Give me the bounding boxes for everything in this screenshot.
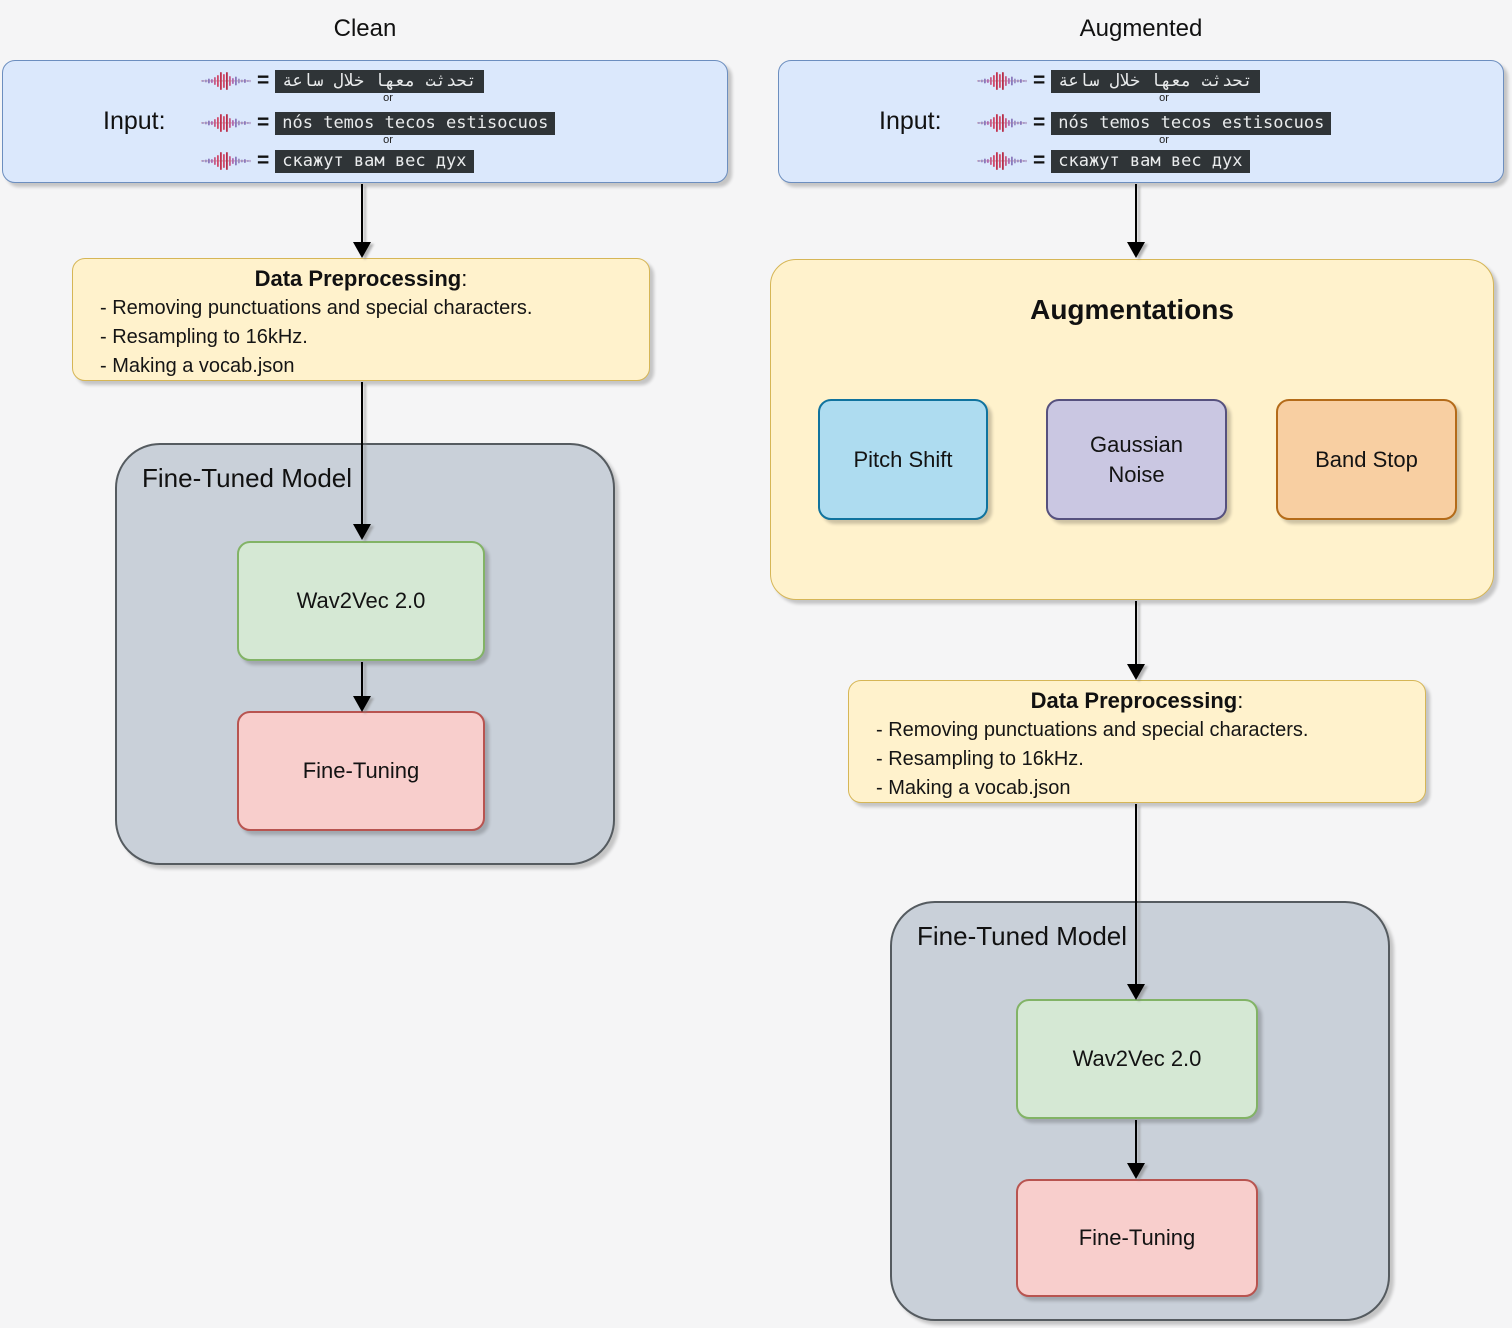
preprocessing-steps: - Removing punctuations and special char… [849,714,1425,803]
input-label: Input: [879,107,942,135]
arrow-preprocessing-to-model [353,382,371,540]
augmentations-title: Augmentations [1030,294,1234,325]
equals-sign: = [1033,149,1046,172]
preprocessing-step: - Making a vocab.json [876,777,1071,799]
input-sample-row: = تحدثت معها خلال ساعة [201,69,484,93]
waveform-icon [201,152,251,170]
transcript-arabic: تحدثت معها خلال ساعة [1051,69,1260,93]
input-label: Input: [103,107,166,135]
transcript-russian: скажут вам вес дух [275,149,474,173]
input-sample-row: = скажут вам вес дух [977,149,1250,173]
equals-sign: = [257,69,270,92]
arrow-input-to-augmentations [1127,184,1145,258]
waveform-icon [977,72,1027,90]
transcript-russian: скажут вам вес дух [1051,149,1250,173]
waveform-icon [977,114,1027,132]
input-sample-row: = nós temos tecos estisocuos [977,111,1332,135]
clean-finetuning-box: Fine-Tuning [237,711,485,831]
preprocessing-step: - Resampling to 16kHz. [100,326,308,348]
arrow-augmentations-to-preprocessing [1127,601,1145,680]
transcript-arabic: تحدثت معها خلال ساعة [275,69,484,93]
preprocessing-title: Data Preprocessing: [1030,688,1244,713]
augmented-wav2vec-box: Wav2Vec 2.0 [1016,999,1258,1119]
arrow-input-to-preprocessing [353,184,371,258]
waveform-icon [201,114,251,132]
or-separator: or [383,92,393,104]
equals-sign: = [1033,69,1046,92]
arrow-wav2vec-to-finetuning [353,662,371,712]
augmented-preprocessing-box: Data Preprocessing: - Removing punctuati… [848,680,1426,803]
wav2vec-label: Wav2Vec 2.0 [1072,1046,1202,1071]
input-sample-row: = تحدثت معها خلال ساعة [977,69,1260,93]
equals-sign: = [257,149,270,172]
clean-preprocessing-box: Data Preprocessing: - Removing punctuati… [72,258,650,381]
gaussian-noise-label: Gaussian Noise [1090,431,1183,487]
or-separator: or [383,134,393,146]
finetuning-label: Fine-Tuning [1078,1225,1196,1250]
band-stop-label: Band Stop [1315,446,1418,472]
clean-column-title: Clean [333,15,397,42]
clean-wav2vec-box: Wav2Vec 2.0 [237,541,485,661]
augmented-input-panel: Input: = تحدثت معها خلال ساعة or = nós t… [778,60,1504,183]
or-separator: or [1159,134,1169,146]
finetuned-model-label: Fine-Tuned Model [142,463,353,493]
preprocessing-step: - Making a vocab.json [100,355,295,377]
waveform-icon [977,152,1027,170]
preprocessing-step: - Removing punctuations and special char… [100,297,533,319]
transcript-portuguese: nós temos tecos estisocuos [1051,111,1332,135]
gaussian-noise-box: Gaussian Noise [1046,399,1227,520]
arrow-wav2vec-to-finetuning [1127,1120,1145,1179]
finetuning-label: Fine-Tuning [302,758,420,783]
waveform-icon [201,72,251,90]
pitch-shift-label: Pitch Shift [853,446,953,472]
preprocessing-step: - Removing punctuations and special char… [876,719,1309,741]
band-stop-box: Band Stop [1276,399,1457,520]
preprocessing-steps: - Removing punctuations and special char… [73,292,649,381]
clean-input-panel: Input: = تحدثت معها خلال ساعة or = nós t… [2,60,728,183]
arrow-preprocessing-to-model [1127,804,1145,1000]
or-separator: or [1159,92,1169,104]
input-sample-row: = nós temos tecos estisocuos [201,111,556,135]
equals-sign: = [1033,111,1046,134]
augmented-finetuning-box: Fine-Tuning [1016,1179,1258,1297]
preprocessing-title: Data Preprocessing: [254,266,468,291]
transcript-portuguese: nós temos tecos estisocuos [275,111,556,135]
wav2vec-label: Wav2Vec 2.0 [296,588,426,613]
augmented-column-title: Augmented [1079,15,1203,42]
preprocessing-step: - Resampling to 16kHz. [876,748,1084,770]
input-sample-row: = скажут вам вес дух [201,149,474,173]
pitch-shift-box: Pitch Shift [818,399,988,520]
finetuned-model-label: Fine-Tuned Model [917,921,1128,951]
equals-sign: = [257,111,270,134]
